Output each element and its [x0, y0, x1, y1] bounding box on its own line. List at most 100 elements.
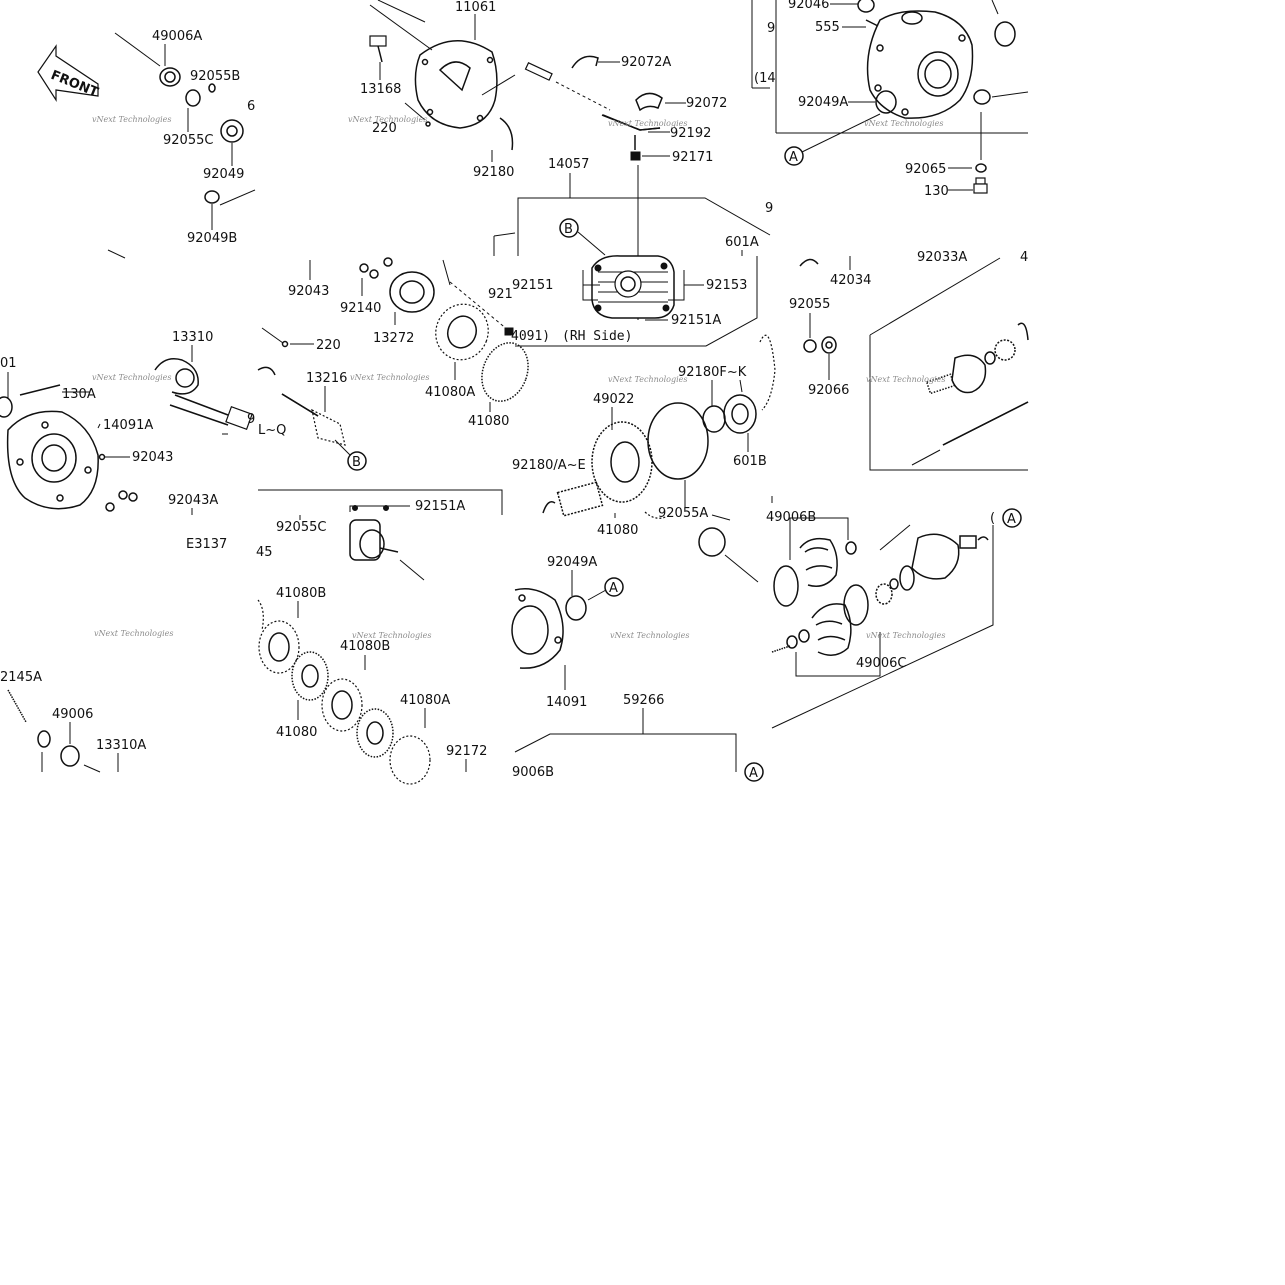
- watermark-text: vNext Technologies: [866, 631, 945, 640]
- clutch-plate-part: [435, 303, 489, 361]
- part-label: 92055C: [276, 520, 326, 535]
- case-half-part: [511, 588, 564, 669]
- part-label: 14091A: [103, 418, 153, 433]
- part-label: 92055A: [658, 506, 708, 521]
- part-label: 92172: [446, 744, 487, 759]
- callout-a-icon: [1002, 508, 1022, 528]
- watermark-text: vNext Technologies: [866, 375, 945, 384]
- part-label: 92180/A~E: [512, 458, 586, 473]
- part-label: 130: [924, 184, 949, 199]
- callout-label: A: [609, 581, 618, 596]
- part-label: 92049A: [547, 555, 597, 570]
- part-label: 41080A: [400, 693, 450, 708]
- front-arrow-icon: FRONT: [37, 44, 100, 103]
- spider-gear-part: [349, 519, 399, 561]
- callout-b-icon: [347, 451, 367, 471]
- cv-joint-part: [911, 533, 989, 580]
- part-label: 01: [0, 356, 17, 371]
- part-label: 13310: [172, 330, 213, 345]
- part-label: 9: [765, 201, 773, 216]
- seal-part: [60, 745, 80, 767]
- seal-part: [204, 190, 220, 204]
- callout-label: B: [564, 222, 573, 237]
- watermark-layer: vNext Technologies vNext Technologies vN…: [92, 115, 945, 640]
- part-label: 92151A: [415, 499, 465, 514]
- part-label: 921: [488, 287, 513, 302]
- part-label: (: [990, 511, 995, 526]
- pin-part: [524, 61, 553, 81]
- part-label: 13168: [360, 82, 401, 97]
- gear-case-part: [866, 10, 991, 119]
- callout-label: A: [749, 766, 758, 781]
- part-label: 92140: [340, 301, 381, 316]
- part-label: 92055: [789, 297, 830, 312]
- part-label: 4091): [511, 329, 550, 344]
- part-label: 2145A: [0, 670, 42, 685]
- boot-part: [799, 537, 857, 587]
- part-label: 49006A: [152, 29, 202, 44]
- watermark-text: vNext Technologies: [350, 373, 429, 382]
- part-label: 13272: [373, 331, 414, 346]
- part-label: 92180: [473, 165, 514, 180]
- differential-cover-part: [591, 255, 675, 319]
- seal-part: [698, 527, 726, 557]
- part-label: 9006B: [512, 765, 554, 780]
- part-label: 92153: [706, 278, 747, 293]
- part-label: 92072: [686, 96, 727, 111]
- callout-a-icon: [784, 146, 804, 166]
- part-label: 11061: [455, 0, 496, 15]
- bearing-part: [220, 119, 244, 143]
- ring-gear-part: [591, 421, 653, 503]
- pinion-shaft-part: [281, 393, 346, 446]
- part-label: 92151: [512, 278, 553, 293]
- part-label: 41080B: [340, 639, 390, 654]
- seal-part: [723, 394, 757, 434]
- part-label: 9: [247, 412, 255, 427]
- part-label: 49006: [52, 707, 93, 722]
- cv-joint-part: [925, 322, 1029, 395]
- part-label: 41080B: [276, 586, 326, 601]
- thrust-washer-part: [389, 271, 435, 313]
- boot-part: [811, 603, 852, 656]
- callout-a-icon: [744, 762, 764, 782]
- seal-part: [875, 90, 897, 114]
- cover-part: [414, 40, 498, 129]
- part-label: 92151A: [671, 313, 721, 328]
- part-label: 555: [815, 20, 840, 35]
- watermark-text: vNext Technologies: [352, 631, 431, 640]
- part-label: 92192: [670, 126, 711, 141]
- part-label: 92055C: [163, 133, 213, 148]
- friction-disc-part: [291, 651, 329, 701]
- part-label: 220: [316, 338, 341, 353]
- part-label: 92049: [203, 167, 244, 182]
- watermark-text: vNext Technologies: [608, 119, 687, 128]
- bolt-part: [973, 177, 988, 194]
- part-label: 49022: [593, 392, 634, 407]
- part-label: 92066: [808, 383, 849, 398]
- part-label: 92055B: [190, 69, 240, 84]
- part-label: 59266: [623, 693, 664, 708]
- part-label: 45: [256, 545, 273, 560]
- part-label: (14: [754, 71, 776, 86]
- part-label: 13310A: [96, 738, 146, 753]
- callout-a-icon: [604, 577, 624, 597]
- bearing-part: [857, 0, 875, 13]
- part-label: L~Q: [258, 423, 286, 438]
- part-label: 4: [1020, 250, 1028, 265]
- part-label: 9: [767, 21, 775, 36]
- watermark-text: vNext Technologies: [608, 375, 687, 384]
- part-label: 92043A: [168, 493, 218, 508]
- seal-part: [994, 21, 1016, 47]
- callout-b-icon: [559, 218, 579, 238]
- part-label: 14091: [546, 695, 587, 710]
- part-label: 92049A: [798, 95, 848, 110]
- friction-disc-part: [356, 708, 394, 758]
- part-label: 92043: [132, 450, 173, 465]
- part-label: 14057: [548, 157, 589, 172]
- part-label: 601A: [725, 235, 759, 250]
- part-label: 220: [372, 121, 397, 136]
- drive-shaft-part: [911, 401, 1029, 466]
- part-label: 41080: [276, 725, 317, 740]
